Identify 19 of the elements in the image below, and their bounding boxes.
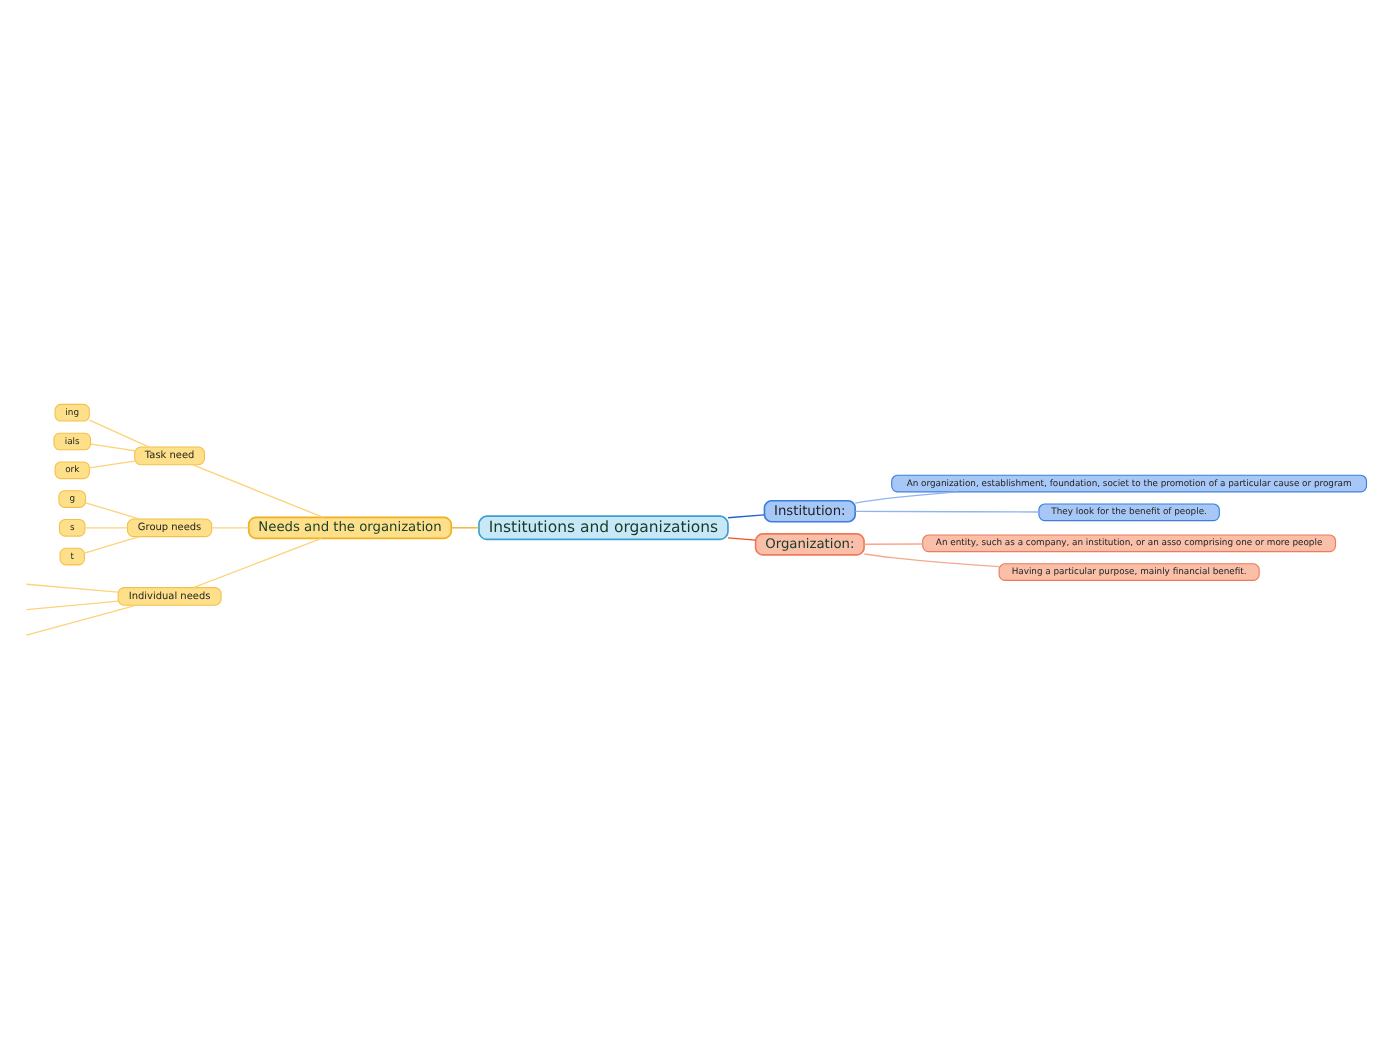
connector [193, 537, 323, 589]
connector [25, 583, 119, 593]
connector [450, 527, 480, 529]
connector [727, 537, 757, 541]
connector [727, 514, 765, 519]
connector [90, 443, 136, 452]
connector [85, 502, 140, 520]
connector [863, 543, 924, 545]
connector [83, 536, 140, 554]
connector [88, 419, 150, 448]
connector [25, 600, 119, 611]
connector [84, 527, 129, 529]
connector [25, 604, 137, 636]
connector [854, 510, 1040, 513]
connector [863, 553, 1000, 568]
connector [88, 460, 136, 469]
connector [854, 491, 959, 504]
connector [211, 527, 250, 529]
connector [192, 464, 324, 518]
